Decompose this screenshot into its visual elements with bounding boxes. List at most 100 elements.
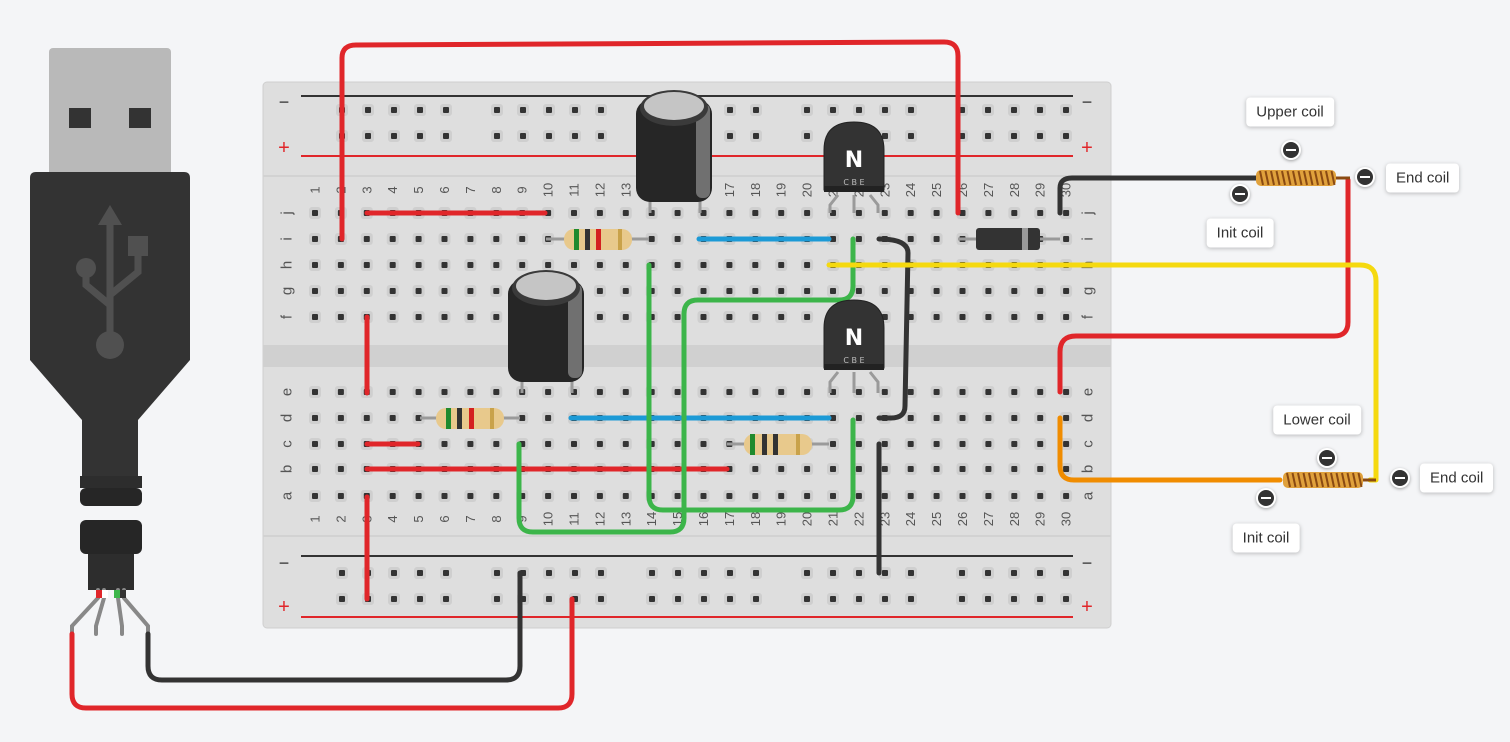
wire-red-coil-link[interactable] xyxy=(1057,177,1351,395)
hole-a10[interactable] xyxy=(542,490,555,502)
hole-d4[interactable] xyxy=(386,412,399,424)
hole-d29[interactable] xyxy=(1034,412,1047,424)
hole-e13[interactable] xyxy=(619,386,632,398)
hole-f29[interactable] xyxy=(1034,311,1047,323)
hole-g22[interactable] xyxy=(852,285,865,297)
hole-d9[interactable] xyxy=(516,412,529,424)
hole-e12[interactable] xyxy=(593,386,606,398)
rail-hole-1-7[interactable] xyxy=(543,130,555,142)
hole-f25[interactable] xyxy=(930,311,943,323)
rail-hole-2-24[interactable] xyxy=(1060,567,1072,579)
hole-f13[interactable] xyxy=(619,311,632,323)
rail-hole-0-24[interactable] xyxy=(1060,104,1072,116)
rail-hole-1-23[interactable] xyxy=(1034,130,1046,142)
hole-j1[interactable] xyxy=(309,207,321,219)
hole-f7[interactable] xyxy=(464,311,477,323)
lower-coil-terminal-marker[interactable] xyxy=(1317,448,1337,468)
rail-hole-2-19[interactable] xyxy=(905,567,917,579)
rail-hole-3-14[interactable] xyxy=(750,593,762,605)
rail-hole-3-13[interactable] xyxy=(724,593,736,605)
hole-f19[interactable] xyxy=(775,311,788,323)
rail-hole-2-8[interactable] xyxy=(569,567,581,579)
hole-e8[interactable] xyxy=(490,386,503,398)
hole-e7[interactable] xyxy=(464,386,477,398)
hole-e10[interactable] xyxy=(542,386,555,398)
hole-b27[interactable] xyxy=(982,463,995,475)
hole-g7[interactable] xyxy=(464,285,477,297)
hole-c15[interactable] xyxy=(671,438,684,450)
rail-hole-3-3[interactable] xyxy=(414,593,426,605)
hole-e18[interactable] xyxy=(749,386,762,398)
hole-j29[interactable] xyxy=(1034,207,1047,219)
rail-hole-2-11[interactable] xyxy=(672,567,684,579)
rail-hole-3-18[interactable] xyxy=(879,593,891,605)
rail-hole-0-18[interactable] xyxy=(879,104,891,116)
rail-hole-1-19[interactable] xyxy=(905,130,917,142)
hole-g30[interactable] xyxy=(1060,285,1073,297)
rail-hole-1-24[interactable] xyxy=(1060,130,1072,142)
hole-d22[interactable] xyxy=(852,412,865,424)
rail-hole-1-22[interactable] xyxy=(1008,130,1020,142)
hole-f18[interactable] xyxy=(749,311,762,323)
hole-h2[interactable] xyxy=(334,259,347,271)
wire-green-2[interactable] xyxy=(516,236,856,535)
rail-hole-0-22[interactable] xyxy=(1008,104,1020,116)
hole-e4[interactable] xyxy=(386,386,399,398)
hole-c1[interactable] xyxy=(309,438,321,450)
rail-hole-3-12[interactable] xyxy=(698,593,710,605)
hole-b26[interactable] xyxy=(956,463,969,475)
hole-j30[interactable] xyxy=(1060,207,1073,219)
hole-c10[interactable] xyxy=(542,438,555,450)
hole-i21[interactable] xyxy=(827,233,839,245)
hole-h16[interactable] xyxy=(697,259,710,271)
hole-b29[interactable] xyxy=(1034,463,1047,475)
hole-e30[interactable] xyxy=(1060,386,1073,398)
hole-f2[interactable] xyxy=(334,311,347,323)
hole-c29[interactable] xyxy=(1034,438,1047,450)
lower-coil-label[interactable]: Lower coil xyxy=(1273,405,1361,435)
hole-i30[interactable] xyxy=(1060,233,1073,245)
wire-black-upper-coil[interactable] xyxy=(1057,175,1263,216)
hole-h8[interactable] xyxy=(490,259,503,271)
hole-j19[interactable] xyxy=(775,207,788,219)
hole-f5[interactable] xyxy=(412,311,425,323)
rail-hole-2-15[interactable] xyxy=(801,567,813,579)
hole-f6[interactable] xyxy=(438,311,451,323)
hole-d30[interactable] xyxy=(1060,412,1073,424)
rail-hole-0-4[interactable] xyxy=(440,104,452,116)
wire-black-right[interactable] xyxy=(876,236,911,421)
hole-b28[interactable] xyxy=(1008,463,1021,475)
lower-end-coil-terminal-marker[interactable] xyxy=(1390,468,1410,488)
hole-a8[interactable] xyxy=(490,490,503,502)
hole-b18[interactable] xyxy=(749,463,762,475)
rail-hole-2-14[interactable] xyxy=(750,567,762,579)
hole-i4[interactable] xyxy=(386,233,399,245)
hole-f16[interactable] xyxy=(697,311,710,323)
hole-b25[interactable] xyxy=(930,463,943,475)
hole-e2[interactable] xyxy=(334,386,347,398)
hole-a1[interactable] xyxy=(309,490,321,502)
rail-hole-2-10[interactable] xyxy=(646,567,658,579)
hole-h7[interactable] xyxy=(464,259,477,271)
hole-g26[interactable] xyxy=(956,285,969,297)
hole-j25[interactable] xyxy=(930,207,943,219)
rail-hole-1-15[interactable] xyxy=(801,130,813,142)
rail-hole-2-4[interactable] xyxy=(440,567,452,579)
rail-hole-0-19[interactable] xyxy=(905,104,917,116)
hole-a23[interactable] xyxy=(878,490,891,502)
hole-i5[interactable] xyxy=(412,233,425,245)
hole-i3[interactable] xyxy=(360,233,373,245)
rail-hole-3-22[interactable] xyxy=(1008,593,1020,605)
rail-hole-0-8[interactable] xyxy=(569,104,581,116)
hole-d25[interactable] xyxy=(930,412,943,424)
hole-f4[interactable] xyxy=(386,311,399,323)
hole-e20[interactable] xyxy=(801,386,814,398)
transistor-1[interactable] xyxy=(823,121,885,213)
hole-a18[interactable] xyxy=(749,490,762,502)
hole-b19[interactable] xyxy=(775,463,788,475)
rail-hole-3-4[interactable] xyxy=(440,593,452,605)
hole-h18[interactable] xyxy=(749,259,762,271)
wire-usb-red[interactable] xyxy=(69,596,575,711)
hole-a21[interactable] xyxy=(827,490,839,502)
hole-a2[interactable] xyxy=(334,490,347,502)
